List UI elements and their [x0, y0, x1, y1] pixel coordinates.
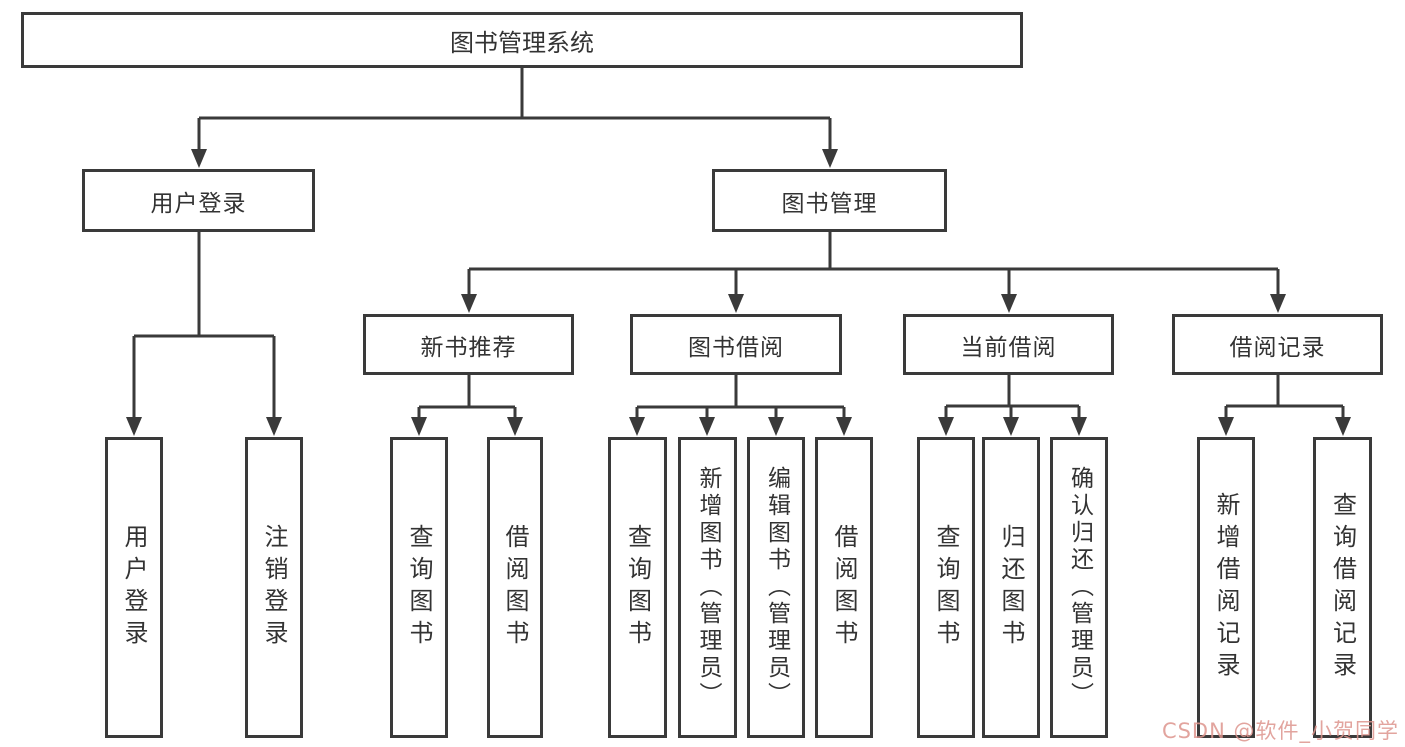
leaf-borrow-books-recommend: 借阅图书 — [487, 437, 543, 738]
arrowhead-icons — [126, 149, 1351, 436]
leaf-query-books-borrowing: 查询图书 — [608, 437, 667, 738]
leaf-query-books-current: 查询图书 — [917, 437, 975, 738]
leaf-edit-books-admin: 编辑图书（管理员） — [747, 437, 805, 738]
csdn-watermark: CSDN @软件_小贺同学 — [1161, 719, 1399, 743]
leaf-return-books: 归还图书 — [982, 437, 1040, 738]
leaf-add-books-admin: 新增图书（管理员） — [678, 437, 737, 738]
leaf-query-borrow-record: 查询借阅记录 — [1313, 437, 1372, 738]
node-borrowing-records: 借阅记录 — [1172, 314, 1383, 375]
leaf-logout: 注销登录 — [245, 437, 303, 738]
node-book-management-system: 图书管理系统 — [21, 12, 1023, 68]
leaf-confirm-return-admin: 确认归还（管理员） — [1050, 437, 1108, 738]
leaf-user-login: 用户登录 — [105, 437, 163, 738]
node-book-borrowing: 图书借阅 — [630, 314, 842, 375]
leaf-query-books-recommend: 查询图书 — [390, 437, 448, 738]
leaf-add-borrow-record: 新增借阅记录 — [1197, 437, 1255, 738]
node-new-book-recommend: 新书推荐 — [363, 314, 574, 375]
node-user-login: 用户登录 — [82, 169, 315, 232]
node-book-management: 图书管理 — [712, 169, 947, 232]
node-current-borrowing: 当前借阅 — [903, 314, 1114, 375]
leaf-borrow-books: 借阅图书 — [815, 437, 873, 738]
